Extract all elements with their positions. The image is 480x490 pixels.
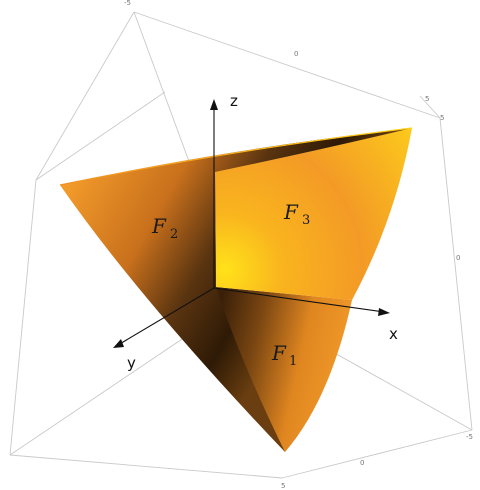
z-axis-arrowhead (210, 99, 218, 110)
surface (59, 127, 413, 452)
surface-top-edge (59, 127, 413, 186)
y-axis-arrowhead (113, 339, 124, 348)
box-edge (35, 91, 166, 181)
box-tick-labels: -5 0 5 5 0 -5 0 5 (124, 0, 473, 490)
face-label-f2-symbol: F (151, 214, 167, 238)
face-f3-surface-main (215, 128, 412, 300)
bounding-box (9, 11, 473, 479)
axes (113, 99, 390, 348)
face-label-f1-subscript: 1 (289, 354, 297, 369)
box-edge (9, 179, 37, 456)
face-label-f1-symbol: F (271, 341, 287, 365)
y-axis-label: y (127, 354, 136, 372)
y-axis-line (117, 287, 215, 346)
tick-label: 5 (281, 482, 285, 490)
tick-label: 5 (425, 95, 429, 103)
face-f1-surface (216, 287, 352, 452)
face-label-f2-subscript: 2 (170, 227, 178, 242)
tick-label: 5 (440, 114, 444, 122)
tick-label: 0 (294, 50, 298, 58)
face-label-f2: F 2 (151, 214, 178, 242)
box-edge (133, 11, 441, 119)
face-label-f1: F 1 (271, 341, 297, 369)
x-axis-arrowhead (378, 308, 390, 316)
box-edge (281, 429, 473, 479)
face-label-f3-subscript: 3 (302, 213, 310, 228)
z-axis-label: z (230, 92, 238, 110)
tick-label: -5 (124, 0, 131, 7)
face-label-f3: F 3 (283, 200, 310, 228)
box-edge (439, 117, 473, 431)
tick-label: 0 (360, 459, 364, 467)
x-axis-line (213, 287, 385, 313)
x-axis-label: x (389, 325, 398, 343)
face-f2-upper (60, 172, 216, 287)
tick-label: -5 (466, 433, 473, 441)
tick-label: 0 (456, 254, 460, 262)
box-edge (419, 95, 441, 119)
box-edge (35, 11, 135, 181)
face-label-f3-symbol: F (283, 200, 299, 224)
box-edge (9, 454, 283, 479)
